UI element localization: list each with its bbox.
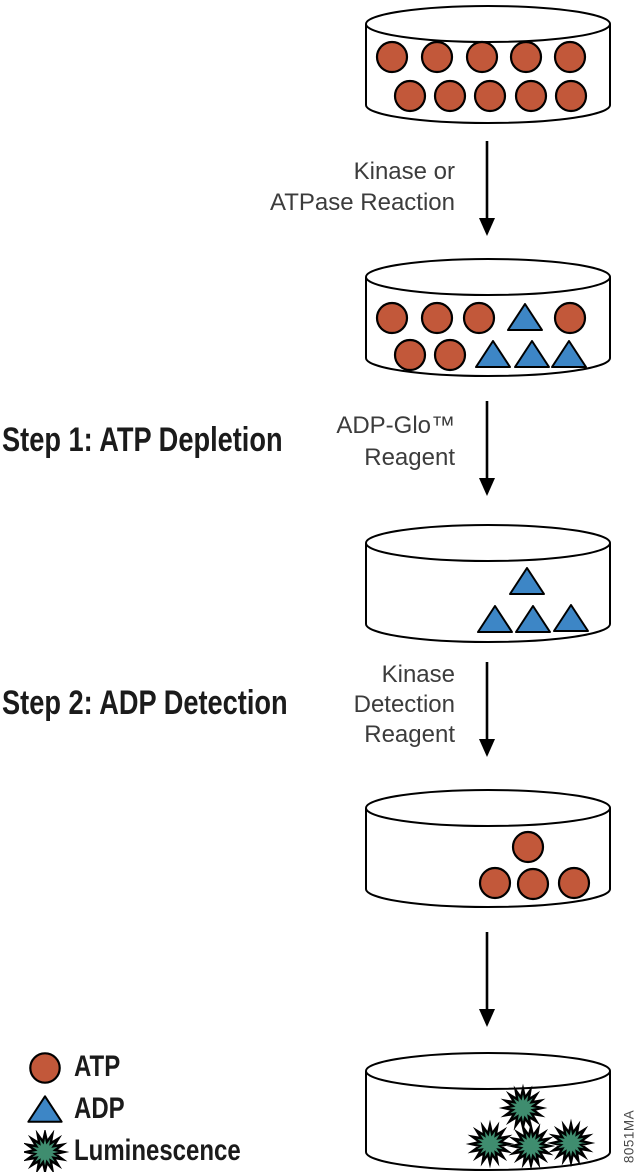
atp-icon <box>24 1046 70 1088</box>
adp-icon <box>24 1088 70 1130</box>
legend-label-atp: ATP <box>74 1050 121 1083</box>
well-adp-only <box>363 521 613 647</box>
adp-glo-reagent-label: ADP-Glo™ Reagent <box>336 412 455 471</box>
well-luminescence <box>363 1049 613 1172</box>
step1-heading: Step 1: ATP Depletion <box>2 421 283 459</box>
arrow-down-icon <box>479 932 495 1027</box>
arrow-down-icon <box>479 662 495 757</box>
arrow-down-icon <box>479 401 495 496</box>
well-atp-regenerated <box>363 786 613 912</box>
kinase-reaction-label: Kinase or ATPase Reaction <box>270 158 455 216</box>
legend-label-adp: ADP <box>74 1092 125 1125</box>
step2-heading: Step 2: ADP Detection <box>2 684 288 722</box>
legend-row-adp: ADP <box>24 1088 282 1130</box>
legend-row-luminescence: Luminescence <box>20 1127 282 1172</box>
kinase-detection-reagent-label: Kinase Detection Reagent <box>353 661 455 748</box>
legend-label-luminescence: Luminescence <box>74 1134 241 1167</box>
figure-code: 8051MA <box>621 1109 637 1164</box>
arrow-down-icon <box>479 141 495 236</box>
legend: ATP ADP Luminescence <box>20 1046 282 1172</box>
luminescence-icon <box>20 1127 70 1172</box>
legend-row-atp: ATP <box>24 1046 282 1088</box>
well-atp-substrate <box>363 2 613 128</box>
well-after-kinase-reaction <box>363 255 613 381</box>
